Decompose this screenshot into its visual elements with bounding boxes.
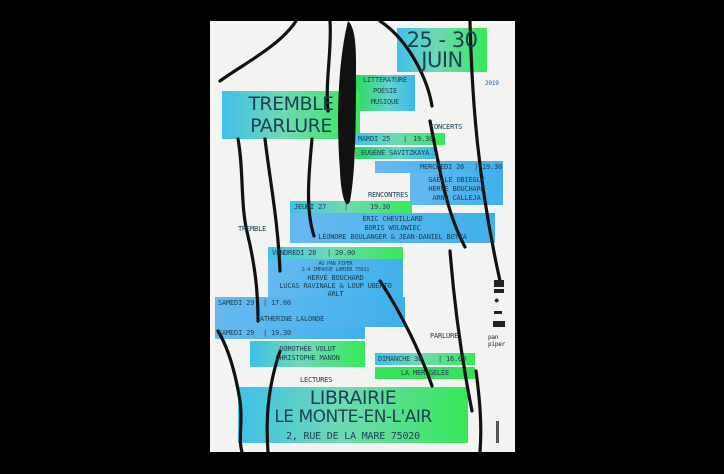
event-4-name-1: HERVÉ BOUCHARD: [307, 274, 364, 282]
title-block: [222, 91, 360, 139]
partner-pan-piper: pan piper: [488, 334, 506, 348]
festival-dates: 25 - 30: [406, 28, 478, 52]
event-6-separator: |: [263, 329, 268, 337]
partner-logo-2: [494, 289, 504, 293]
title-line-1: TREMBLE: [248, 93, 334, 115]
event-4-date: VENDREDI 28: [272, 249, 317, 257]
event-7-separator: |: [438, 355, 443, 363]
event-3-name-1: ÉRIC CHEVILLARD: [362, 215, 423, 223]
event-5-date: SAMEDI 29: [218, 299, 255, 307]
genre-music: MUSIQUE: [370, 98, 400, 106]
venue-line-2: LE MONTE-EN-L'AIR: [274, 407, 432, 427]
event-2-name-3: ARNO CALLEJA: [432, 194, 481, 202]
event-1-name-1: EUGÈNE SAVITZKAYA: [360, 149, 430, 157]
event-7-date: DIMANCHE 30: [378, 355, 423, 363]
event-4-separator: |: [327, 249, 332, 257]
section-concerts: CONCERTS: [430, 123, 463, 131]
event-3-name-3: LÉONORE BOULANGER & JEAN-DANIEL BOTTA: [318, 233, 467, 241]
event-2-date: MERCREDI 26: [420, 163, 465, 171]
event-4-name-2: LUCAS RAVINALE & LOUP UBERTO: [279, 282, 392, 290]
festival-poster: 25 - 30 JUIN 2019 LITTÉRATURE POÉSIE MUS…: [210, 21, 515, 452]
title-line-2: PARLURE: [250, 115, 332, 137]
festival-year: 2019: [485, 80, 499, 87]
event-6-date: SAMEDI 29: [218, 329, 255, 337]
event-block-1a: [355, 133, 445, 145]
section-lectures: LECTURES: [300, 376, 333, 384]
event-4-venue-2: 2-4 IMPASSE LAMIER 75011: [301, 267, 370, 273]
star-icon: ✸: [494, 296, 500, 306]
event-4-venue-1: AU PAN PIPER: [318, 261, 353, 267]
festival-month: JUIN: [421, 48, 463, 72]
event-2-name-1: GAËLLE OBIEGLY: [428, 176, 485, 184]
event-2-time: 19.30: [482, 163, 503, 171]
event-7-name-1: LA MER GELÉE: [400, 369, 450, 377]
event-1-separator: |: [403, 135, 408, 143]
event-block-1b: [355, 147, 435, 159]
genre-literature: LITTÉRATURE: [362, 76, 408, 84]
event-5-separator: |: [263, 299, 268, 307]
venue-line-1: LIBRAIRIE: [309, 387, 397, 409]
event-6-name-2: CHRISTOPHE MANON: [275, 354, 340, 362]
event-block-3a: [290, 201, 412, 213]
partner-fine-print: [496, 421, 499, 443]
event-3-name-2: BORIS WOLOWIEC: [364, 224, 421, 232]
event-5-name-1: CATHERINE LALONDE: [255, 315, 325, 323]
section-parlure: PARLURE: [430, 332, 459, 340]
event-3-time: 19.30: [370, 203, 391, 211]
event-block-6a: [215, 327, 365, 339]
genre-poetry: POÉSIE: [372, 87, 398, 95]
event-3-date: JEUDI 27: [294, 203, 327, 211]
event-block-4a: [268, 247, 403, 259]
partner-logo-1: [494, 280, 504, 287]
event-6-time: 19.30: [271, 329, 292, 337]
event-4-name-3: ARLT: [327, 290, 344, 298]
event-3-separator: |: [344, 203, 349, 211]
event-2-separator: |: [474, 163, 479, 171]
partner-logo-3: [494, 311, 502, 314]
section-rencontres: RENCONTRES: [368, 191, 409, 199]
event-4-time: 20.00: [335, 249, 356, 257]
event-1-date: MARDI 25: [358, 135, 391, 143]
event-6-name-1: DOROTHÉE VOLUT: [279, 345, 336, 353]
event-2-name-2: HERVÉ BOUCHARD: [428, 185, 485, 193]
section-tremble: TREMBLE: [238, 225, 267, 233]
partner-logo-4: [493, 321, 505, 327]
event-7-time: 16.00: [446, 355, 467, 363]
event-1-time: 19.30: [413, 135, 434, 143]
venue-address: 2, RUE DE LA MARE 75020: [286, 431, 420, 442]
event-5-time: 17.00: [271, 299, 292, 307]
